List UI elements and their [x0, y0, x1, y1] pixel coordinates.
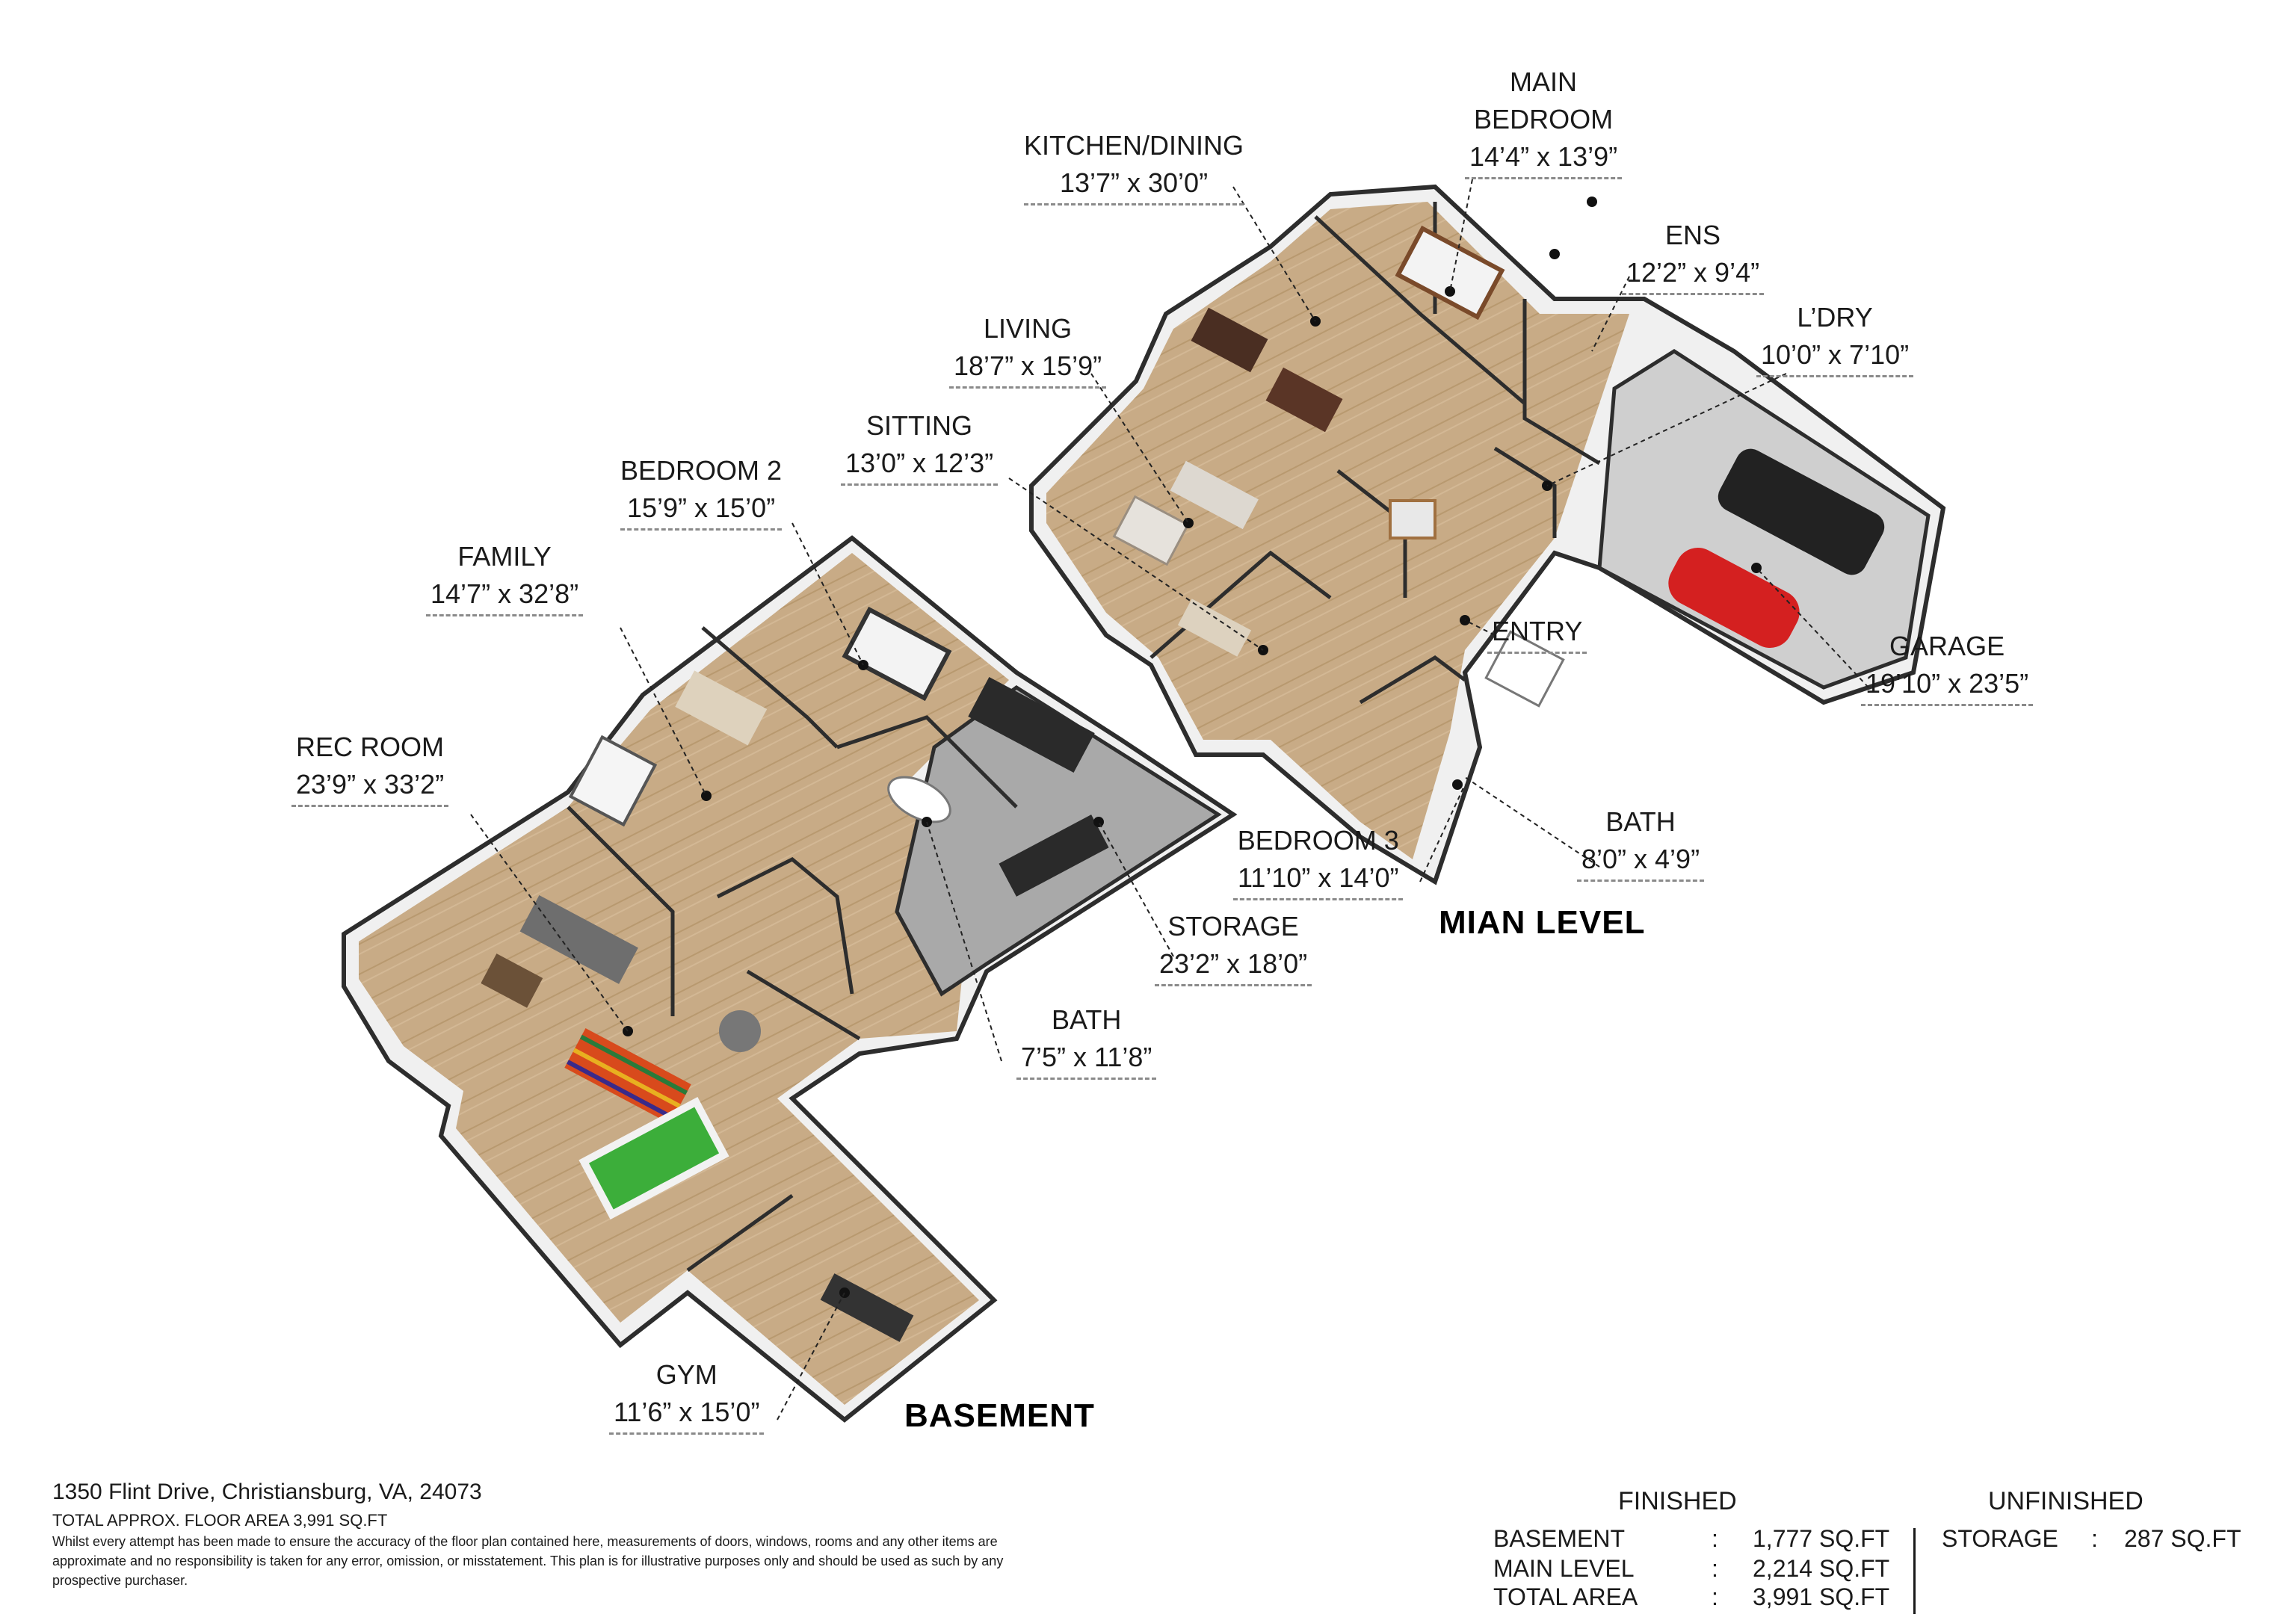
room-dimensions: 18’7” x 15’9” [949, 347, 1107, 389]
room-name: FAMILY [457, 541, 552, 572]
room-label-family: FAMILY 14’7” x 32’8” [426, 538, 584, 616]
room-name: LIVING [984, 313, 1073, 344]
bathtub-icon [1484, 630, 1565, 708]
room-dimensions: 8’0” x 4’9” [1577, 841, 1705, 882]
area-row-value: 287 SQ.FT [2124, 1525, 2241, 1552]
coffee-table-icon [1112, 495, 1190, 566]
room-dimensions: 11’10” x 14’0” [1233, 859, 1404, 900]
basement-furniture [481, 606, 1109, 1342]
bed-icon [1395, 225, 1505, 321]
area-row-colon: : [1712, 1583, 1718, 1610]
room-dimensions: 11’6” x 15’0” [609, 1394, 765, 1435]
main-level-plan [1029, 184, 1946, 885]
room-dimensions: 15’9” x 15’0” [620, 489, 783, 531]
room-name: REC ROOM [296, 732, 445, 762]
unfinished-heading: UNFINISHED [1988, 1487, 2144, 1515]
pool-table-icon [578, 1097, 729, 1219]
room-name: ENTRY [1487, 613, 1587, 654]
room-name: SITTING [866, 410, 973, 441]
sofa-icon [1177, 599, 1252, 657]
room-dimensions: 7’5” x 11’8” [1016, 1039, 1157, 1080]
area-row-value: 3,991 SQ.FT [1753, 1583, 1890, 1610]
property-address: 1350 Flint Drive, Christiansburg, VA, 24… [52, 1480, 482, 1504]
area-row-label: TOTAL AREA [1493, 1583, 1638, 1610]
room-label-bath-basement: BATH 7’5” x 11’8” [1016, 1001, 1157, 1080]
shelving-icon [968, 676, 1095, 773]
room-label-ens: ENS 12’2” x 9’4” [1622, 217, 1765, 295]
room-dimensions: 13’0” x 12’3” [841, 445, 999, 486]
room-label-entry: ENTRY [1487, 613, 1587, 654]
table-divider [1913, 1528, 1916, 1614]
bunk-bed-icon [568, 735, 658, 827]
room-name: MAIN [1510, 67, 1578, 97]
room-dimensions: 19’10” x 23’5” [1861, 665, 2034, 706]
level-title-main: MIAN LEVEL [1439, 904, 1646, 941]
room-name: BATH [1052, 1004, 1122, 1035]
room-name: STORAGE [1167, 911, 1299, 942]
room-name: BEDROOM [1474, 104, 1614, 135]
room-name: GARAGE [1889, 631, 2005, 661]
dining-table-icon [1191, 307, 1268, 373]
area-row-colon: : [1712, 1555, 1718, 1582]
area-row-label: STORAGE [1942, 1525, 2058, 1552]
room-name: ENS [1665, 220, 1721, 250]
room-label-storage: STORAGE 23’2” x 18’0” [1155, 908, 1312, 986]
coffee-table-icon [481, 953, 543, 1008]
area-row-value: 2,214 SQ.FT [1753, 1555, 1890, 1582]
finished-heading: FINISHED [1618, 1487, 1737, 1515]
room-label-bath-main: BATH 8’0” x 4’9” [1577, 803, 1705, 882]
room-name: KITCHEN/DINING [1024, 130, 1244, 161]
sectional-sofa-icon [519, 894, 638, 984]
area-row-value: 1,777 SQ.FT [1753, 1525, 1890, 1552]
total-floor-area: TOTAL APPROX. FLOOR AREA 3,991 SQ.FT [52, 1511, 388, 1530]
sofa-icon [675, 670, 768, 746]
area-row-colon: : [2091, 1525, 2098, 1552]
room-label-main-bedroom: MAIN BEDROOM 14’4” x 13’9” [1465, 64, 1623, 179]
room-label-garage: GARAGE 19’10” x 23’5” [1861, 628, 2034, 706]
kitchen-island-icon [1265, 367, 1343, 433]
basement-interior-walls [567, 626, 1018, 1273]
room-name: GYM [655, 1359, 718, 1390]
bed-icon [842, 606, 952, 702]
room-name: L’DRY [1797, 302, 1873, 333]
area-row-colon: : [1712, 1525, 1718, 1552]
bathtub-icon [887, 776, 951, 823]
room-label-bedroom-2: BEDROOM 2 15’9” x 15’0” [620, 452, 783, 531]
room-dimensions: 14’4” x 13’9” [1465, 138, 1623, 179]
black-suv-icon [1718, 448, 1885, 575]
room-dimensions: 10’0” x 7’10” [1756, 336, 1914, 377]
room-name: BATH [1605, 806, 1676, 837]
staircase-icon [1389, 499, 1436, 540]
red-car-icon [1668, 548, 1800, 648]
basement-floor [359, 553, 1009, 1405]
main-level-furniture [1112, 225, 1885, 708]
level-title-basement: BASEMENT [904, 1397, 1095, 1434]
room-dimensions: 13’7” x 30’0” [1024, 164, 1244, 205]
basement-plan [342, 535, 1238, 1423]
area-row-label: MAIN LEVEL [1493, 1555, 1635, 1582]
room-dimensions: 12’2” x 9’4” [1622, 254, 1765, 295]
room-dimensions: 14’7” x 32’8” [426, 575, 584, 616]
room-label-living: LIVING 18’7” x 15’9” [949, 310, 1107, 389]
room-label-bedroom-3: BEDROOM 3 11’10” x 14’0” [1233, 822, 1404, 900]
area-row-label: BASEMENT [1493, 1525, 1626, 1552]
shelving-icon [999, 814, 1109, 897]
room-dimensions: 23’9” x 33’2” [291, 766, 449, 807]
room-label-sitting: SITTING 13’0” x 12’3” [841, 407, 999, 486]
sofa-icon [1170, 460, 1259, 530]
room-dimensions: 23’2” x 18’0” [1155, 945, 1312, 986]
room-name: BEDROOM 2 [620, 455, 783, 486]
leader-lines [470, 179, 1869, 1420]
room-label-rec-room: REC ROOM 23’9” x 33’2” [291, 729, 449, 807]
room-label-kitchen-dining: KITCHEN/DINING 13’7” x 30’0” [1024, 127, 1244, 205]
room-label-laundry: L’DRY 10’0” x 7’10” [1756, 299, 1914, 377]
disclaimer-text: Whilst every attempt has been made to en… [52, 1534, 1004, 1588]
striped-rug-icon [564, 1027, 691, 1125]
room-label-gym: GYM 11’6” x 15’0” [609, 1356, 765, 1435]
round-table-icon [719, 1010, 761, 1052]
room-name: BEDROOM 3 [1237, 825, 1399, 856]
